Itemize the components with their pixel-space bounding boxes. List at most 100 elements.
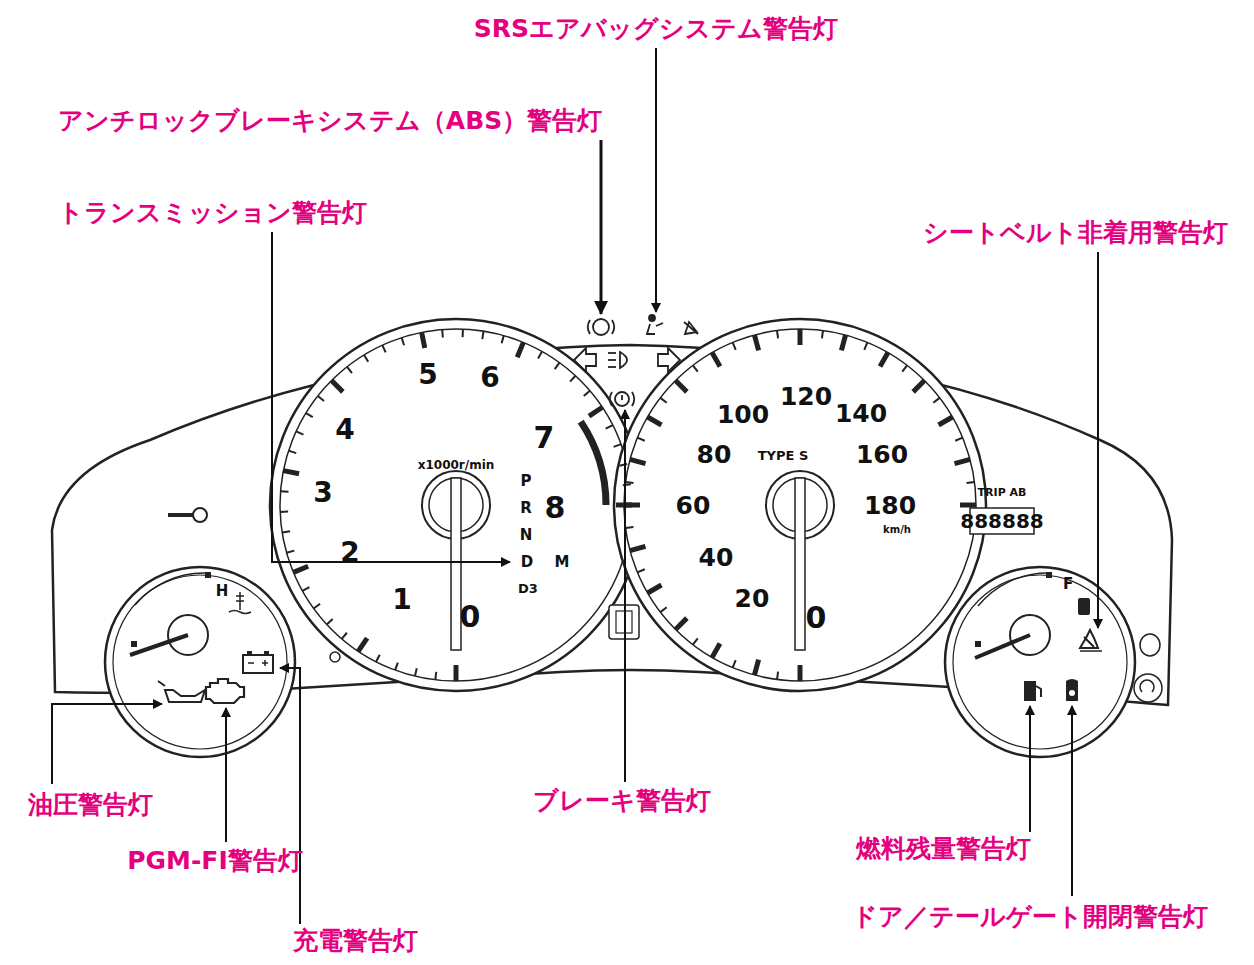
gauge-text: 2	[340, 539, 359, 567]
cluster-drawing	[624, 503, 640, 508]
cluster-drawing	[733, 660, 736, 667]
cluster-drawing	[364, 355, 368, 362]
cluster-drawing	[945, 567, 1135, 757]
cluster-drawing	[608, 359, 616, 361]
cluster-drawing	[615, 392, 629, 406]
cluster-drawing	[649, 315, 655, 321]
cluster-drawing	[293, 566, 308, 572]
cluster-drawing	[281, 490, 289, 493]
cluster-drawing	[978, 573, 1048, 606]
cluster-drawing	[660, 398, 666, 403]
cluster-drawing	[52, 704, 162, 784]
gauge-text: 60	[676, 493, 711, 518]
gauge-text: D3	[518, 582, 538, 595]
cluster-drawing	[130, 635, 188, 655]
cluster-drawing	[462, 329, 464, 337]
cluster-drawing	[382, 345, 385, 352]
gauge-text: 20	[735, 586, 770, 611]
gauge-text: 160	[856, 442, 908, 467]
cluster-drawing	[1140, 680, 1154, 692]
cluster-drawing	[655, 48, 657, 312]
gauge-text: 80	[697, 442, 732, 467]
cluster-drawing	[902, 365, 907, 371]
cluster-drawing	[342, 633, 347, 639]
gauge-text: 180	[864, 493, 916, 518]
cluster-drawing	[229, 611, 251, 614]
cluster-drawing	[637, 438, 644, 441]
cluster-drawing	[168, 508, 207, 522]
cluster-drawing	[798, 665, 803, 681]
cluster-drawing	[395, 663, 398, 671]
cluster-drawing	[712, 644, 720, 658]
gauge-text: H	[216, 584, 229, 599]
cluster-drawing	[967, 482, 975, 483]
gauge-text: F	[1063, 577, 1073, 592]
cluster-drawing	[52, 48, 1098, 924]
cluster-drawing	[105, 567, 295, 757]
cluster-drawing	[358, 638, 367, 651]
gauge-text: P	[521, 474, 532, 489]
cluster-drawing	[610, 392, 634, 406]
cluster-drawing	[630, 546, 645, 550]
cluster-drawing	[1080, 650, 1102, 652]
gauge-text: 1	[392, 586, 411, 614]
cluster-drawing	[647, 323, 663, 334]
cluster-drawing	[248, 662, 254, 664]
cluster-drawing	[955, 438, 962, 441]
cluster-drawing	[131, 641, 137, 647]
cluster-drawing	[1078, 598, 1090, 615]
cluster-drawing	[482, 331, 483, 339]
cluster-drawing	[441, 330, 444, 338]
cluster-drawing	[1134, 674, 1162, 702]
cluster-drawing	[660, 607, 666, 612]
cluster-drawing	[975, 641, 981, 647]
cluster-drawing	[287, 551, 295, 553]
cluster-drawing	[283, 471, 299, 474]
callout-label: トランスミッション警告灯	[58, 200, 367, 225]
cluster-drawing	[693, 638, 698, 644]
gauge-text: 888888	[960, 511, 1044, 531]
gauge-text: 7	[534, 423, 555, 453]
cluster-drawing	[676, 381, 687, 392]
cluster-drawing	[165, 690, 205, 702]
cluster-drawing	[206, 679, 244, 703]
cluster-drawing	[1036, 686, 1041, 697]
cluster-drawing	[327, 619, 333, 624]
cluster-drawing	[626, 482, 634, 483]
gauge-text: 4	[335, 416, 354, 444]
cluster-drawing	[289, 451, 297, 453]
cluster-drawing	[953, 575, 1127, 749]
cluster-drawing	[822, 331, 823, 339]
cluster-drawing	[913, 381, 924, 392]
callout-label: 燃料残量警告灯	[856, 836, 1031, 861]
cluster-drawing	[502, 336, 504, 344]
cluster-drawing	[933, 398, 939, 403]
cluster-drawing	[648, 585, 662, 593]
gauge-text: km/h	[883, 525, 911, 535]
gauge-text: R	[520, 501, 532, 516]
cluster-drawing	[600, 140, 603, 314]
cluster-drawing	[280, 329, 632, 681]
callout-label: ブレーキ警告灯	[533, 788, 711, 813]
cluster-drawing	[1097, 252, 1099, 628]
cluster-drawing	[581, 422, 606, 505]
cluster-drawing	[1066, 679, 1078, 701]
cluster-drawing	[1140, 634, 1160, 656]
gauge-text: TYPE S	[758, 449, 809, 462]
gauge-text: 6	[480, 364, 499, 392]
cluster-drawing	[593, 319, 609, 335]
cluster-drawing	[606, 425, 613, 429]
cluster-drawing	[415, 668, 417, 676]
gauge-text: M	[555, 555, 570, 570]
cluster-drawing	[243, 655, 273, 673]
cluster-drawing	[754, 335, 758, 350]
cluster-drawing	[306, 413, 313, 417]
gauge-text: 0	[460, 602, 481, 632]
cluster-drawing	[614, 444, 622, 447]
cluster-drawing	[570, 376, 575, 382]
cluster-drawing	[538, 351, 542, 358]
cluster-drawing	[693, 365, 698, 371]
cluster-drawing	[754, 660, 758, 675]
gauge-text: 8	[545, 493, 566, 523]
gauge-text: 100	[717, 402, 769, 427]
